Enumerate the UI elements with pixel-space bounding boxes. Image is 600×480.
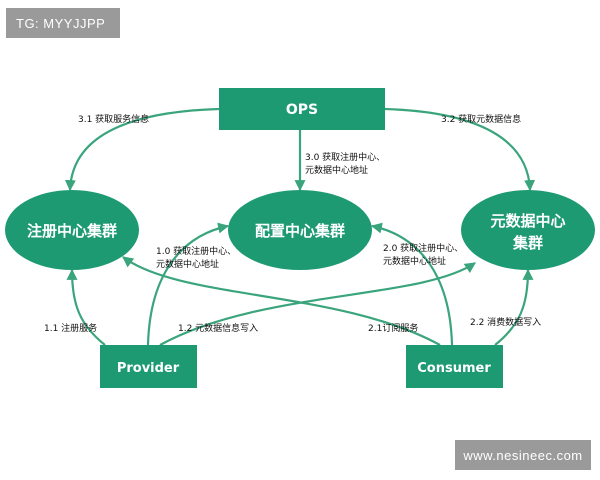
provider-label: Provider [117,361,180,376]
edge-3-1-label: 3.1 获取服务信息 [78,113,149,125]
edge-1-0-arrow [146,222,230,346]
ops-node [219,88,385,130]
metadata-cluster-label-line1: 元数据中心 [490,212,565,230]
provider-node [100,345,197,388]
bottom-watermark: www.nesineec.com [455,440,591,470]
metadata-cluster-node [461,190,595,270]
edge-1-2-label: 1.2 元数据信息写入 [178,322,258,334]
edge-2-0-label-line1: 2.0 获取注册中心、 [383,242,463,254]
edge-2-0-arrow [370,222,454,346]
ops-label: OPS [286,102,318,118]
edge-2-2-arrow [494,268,534,346]
edge-1-1-label: 1.1 注册服务 [44,322,97,334]
consumer-node [406,345,503,388]
top-watermark: TG: MYYJJPP [6,8,120,38]
edge-1-2-arrow [159,262,476,346]
edge-3-0-label-line2: 元数据中心地址 [305,164,368,176]
registry-cluster-label: 注册中心集群 [27,222,117,240]
edge-2-0-label-line2: 元数据中心地址 [383,255,446,267]
edge-3-1-arrow [64,107,220,192]
edge-2-2-label: 2.2 消费数据写入 [470,316,541,328]
edge-1-1-arrow [66,268,106,346]
registry-cluster-node [5,190,139,270]
edge-1-0-label-line1: 1.0 获取注册中心、 [156,245,236,257]
config-cluster-node [228,190,372,270]
consumer-label: Consumer [417,361,491,376]
edge-2-1-label: 2.1订阅服务 [368,322,418,334]
edge-3-2-label: 3.2 获取元数据信息 [441,113,521,125]
edge-2-1-arrow [122,256,441,346]
edge-3-0-label-line1: 3.0 获取注册中心、 [305,151,385,163]
config-cluster-label: 配置中心集群 [255,222,345,240]
metadata-cluster-label-line2: 集群 [512,234,543,252]
edge-1-0-label-line2: 元数据中心地址 [156,258,219,270]
edge-3-2-arrow [384,107,536,192]
